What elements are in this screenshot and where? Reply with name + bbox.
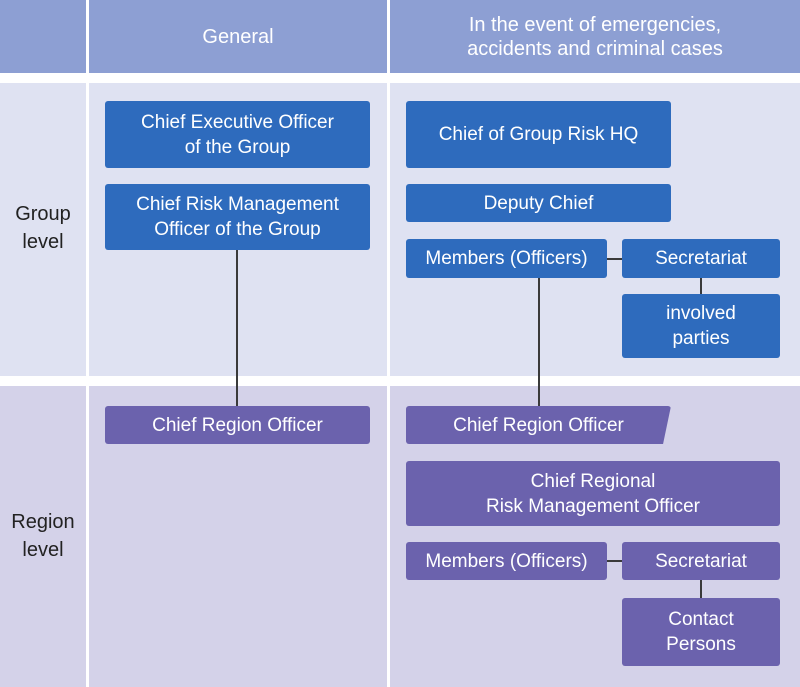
- contact-persons-box: Contact Persons: [622, 598, 780, 666]
- connector-general-cro-to-region: [236, 250, 238, 406]
- connector-members-to-region-officer: [538, 278, 540, 406]
- emergency-chief-region-officer-box: Chief Region Officer: [406, 406, 671, 444]
- involved-parties-box: involved parties: [622, 294, 780, 358]
- header-general: General: [89, 0, 387, 73]
- cro-box: Chief Risk Management Officer of the Gro…: [105, 184, 370, 250]
- ceo-box: Chief Executive Officer of the Group: [105, 101, 370, 168]
- region-members-box: Members (Officers): [406, 542, 607, 580]
- region-label-cell: [0, 386, 86, 687]
- row-label-region: Region level: [11, 511, 75, 561]
- header-row-label-cell: [0, 0, 86, 73]
- regional-rmo-box: Chief Regional Risk Management Officer: [406, 461, 780, 526]
- connector-secretariat-to-involved: [700, 278, 702, 294]
- connector-region-secretariat-to-contacts: [700, 580, 702, 598]
- group-secretariat-box: Secretariat: [622, 239, 780, 278]
- row-label-group: Group level: [15, 203, 71, 253]
- deputy-chief-box: Deputy Chief: [406, 184, 671, 222]
- connector-members-to-secretariat: [607, 258, 622, 260]
- chief-group-risk-hq-box: Chief of Group Risk HQ: [406, 101, 671, 168]
- group-label-cell: [0, 83, 86, 376]
- header-emergency: In the event of emergencies, accidents a…: [390, 0, 800, 73]
- group-members-box: Members (Officers): [406, 239, 607, 278]
- region-secretariat-box: Secretariat: [622, 542, 780, 580]
- general-chief-region-officer-box: Chief Region Officer: [105, 406, 370, 444]
- connector-region-members-to-secretariat: [607, 560, 622, 562]
